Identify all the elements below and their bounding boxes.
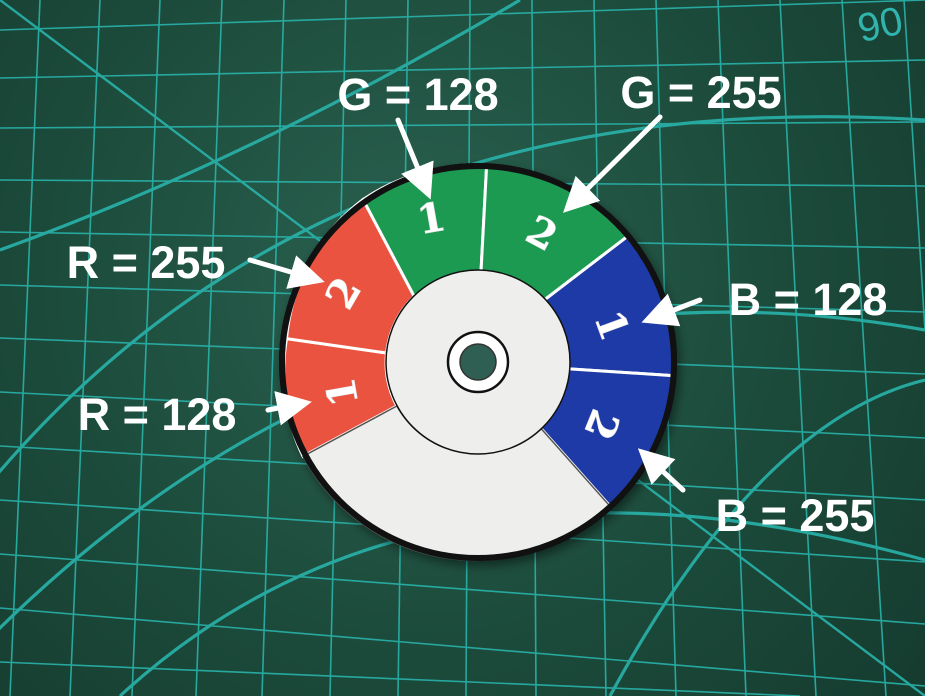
disc-rim bbox=[279, 163, 677, 561]
arrow-b128 bbox=[641, 293, 703, 327]
mat-corner-marking: 90 bbox=[854, 0, 907, 51]
disc-segments bbox=[279, 163, 677, 562]
callout-labels: G = 128 G = 255 R = 255 B = 128 R = 128 … bbox=[67, 67, 888, 541]
callout-g255: G = 255 bbox=[620, 67, 781, 118]
arrow-g255 bbox=[563, 114, 663, 213]
callout-arrows bbox=[247, 114, 703, 493]
arrow-r255 bbox=[247, 255, 325, 289]
callout-b128: B = 128 bbox=[729, 274, 888, 325]
arrow-r128 bbox=[265, 391, 312, 426]
callout-b255: B = 255 bbox=[716, 490, 875, 541]
disc-center-hole bbox=[459, 343, 497, 381]
callout-g128: G = 128 bbox=[337, 69, 498, 120]
arrow-g128 bbox=[395, 117, 434, 200]
callout-r128: R = 128 bbox=[78, 389, 237, 440]
callout-r255: R = 255 bbox=[67, 237, 226, 288]
arrow-b255 bbox=[637, 448, 686, 493]
